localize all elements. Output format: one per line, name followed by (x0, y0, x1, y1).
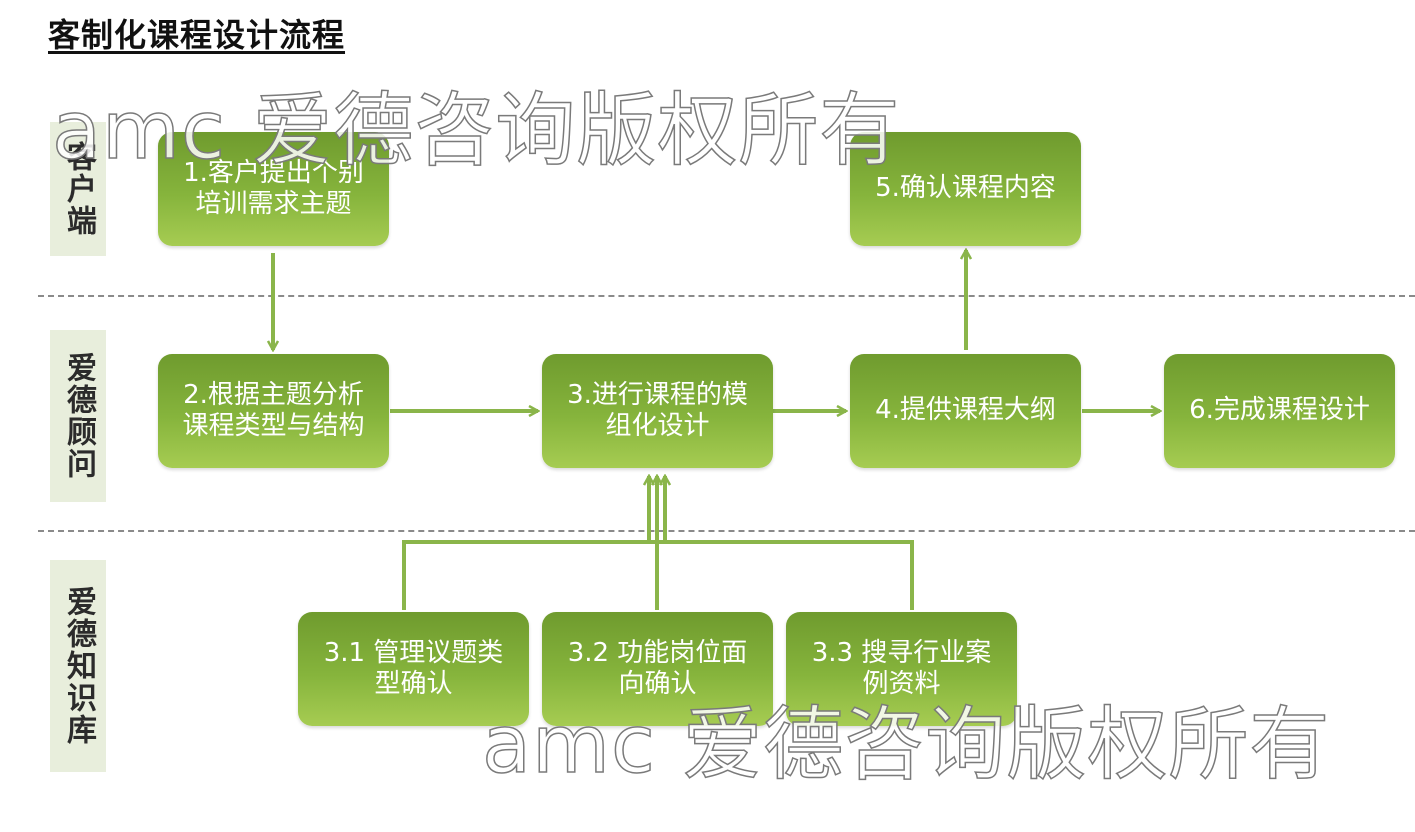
step-4-box: 4.提供课程大纲 (850, 354, 1081, 468)
step-3-box: 3.进行课程的模组化设计 (542, 354, 773, 468)
lane-consultant-label: 爱德顾问 (50, 330, 106, 502)
step-2-box: 2.根据主题分析课程类型与结构 (158, 354, 389, 468)
step-6-box: 6.完成课程设计 (1164, 354, 1395, 468)
step-5-box: 5.确认课程内容 (850, 132, 1081, 246)
step-1-box: 1.客户提出个别培训需求主题 (158, 132, 389, 246)
step-3-2-box: 3.2 功能岗位面向确认 (542, 612, 773, 726)
lane-knowledge-label: 爱德知识库 (50, 560, 106, 772)
page-title: 客制化课程设计流程 (48, 16, 346, 54)
lane-divider-top (38, 295, 1415, 297)
lane-client-label: 客户端 (50, 122, 106, 256)
lane-divider-bottom (38, 530, 1415, 532)
step-3-3-box: 3.3 搜寻行业案例资料 (786, 612, 1017, 726)
step-3-1-box: 3.1 管理议题类型确认 (298, 612, 529, 726)
